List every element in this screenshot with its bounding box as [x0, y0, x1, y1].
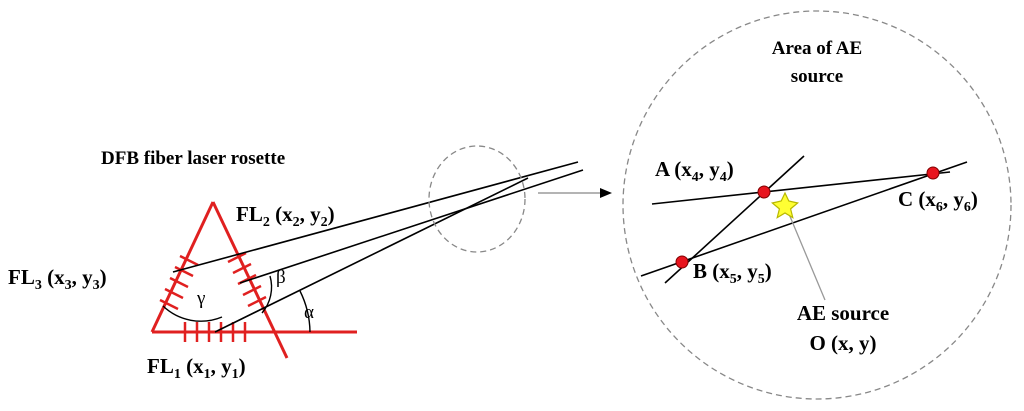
fl3-grating	[159, 254, 199, 311]
magnify-source-circle	[428, 145, 526, 253]
source-label-line1: AE source	[797, 301, 889, 325]
fl3-label: FL3 (x3, y3)	[8, 265, 107, 293]
alpha-label: α	[304, 302, 314, 323]
zoom-arrow-head	[600, 188, 612, 198]
source-pointer-line	[788, 213, 826, 301]
point-c-label: C (x6, y6)	[898, 187, 978, 215]
point-c-dot	[926, 166, 940, 180]
zoom-area-circle	[622, 10, 1012, 400]
beta-arc	[261, 275, 273, 314]
gamma-arc	[162, 305, 223, 322]
point-b-label: B (x5, y5)	[693, 259, 772, 287]
direction-line-fl3	[172, 161, 579, 273]
zoom-title-line2: source	[791, 66, 843, 87]
fl1-grating	[183, 322, 247, 342]
triangle-left-side	[150, 201, 215, 333]
point-a-label: A (x4, y4)	[655, 157, 734, 185]
zoom-title-line1: Area of AE	[772, 38, 862, 59]
fl2-grating	[227, 251, 267, 308]
direction-line-fl2	[239, 169, 584, 284]
zoom-line-ac	[651, 171, 951, 205]
ae-source-star-icon	[770, 191, 800, 219]
rosette-title: DFB fiber laser rosette	[101, 148, 285, 169]
fl1-label: FL1 (x1, y1)	[147, 354, 246, 382]
point-a-dot	[757, 185, 771, 199]
point-b-dot	[675, 255, 689, 269]
beta-label: β	[276, 267, 286, 288]
gamma-label: γ	[196, 288, 205, 309]
source-label-line2: O (x, y)	[809, 331, 876, 355]
alpha-arc	[299, 290, 311, 333]
angle-arcs	[162, 275, 311, 333]
fl2-label: FL2 (x2, y2)	[236, 202, 335, 230]
zoom-line-bc	[640, 161, 968, 277]
